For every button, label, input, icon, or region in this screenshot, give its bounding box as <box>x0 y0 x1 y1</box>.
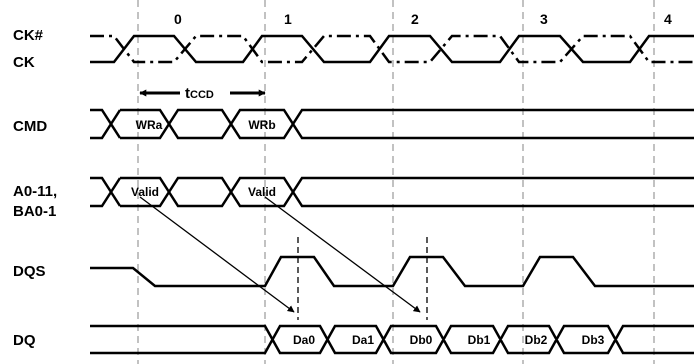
dq-db3: Db3 <box>582 333 605 347</box>
signal-labels: CK# CK CMD A0-11, BA0-1 DQS DQ <box>13 27 57 349</box>
ck-waveform <box>90 34 694 64</box>
dq-db2: Db2 <box>525 333 548 347</box>
clock-numbers: 0 1 2 3 4 <box>174 11 672 27</box>
cmd-wra: WRa <box>136 118 163 132</box>
label-bank-address: BA0-1 <box>13 203 56 220</box>
dqs-signal <box>90 255 694 288</box>
clock-number-4: 4 <box>664 11 672 27</box>
label-dqs: DQS <box>13 263 46 280</box>
clock-guides <box>137 0 655 364</box>
label-dq: DQ <box>13 332 36 349</box>
clock-signal <box>90 34 694 64</box>
address-valid-b: Valid <box>248 185 276 199</box>
ck-n-waveform <box>90 34 694 64</box>
latency-arrow-a <box>139 196 295 313</box>
tccd-annotation: tCCD <box>139 85 266 102</box>
cmd-bus-lines <box>90 108 694 140</box>
clock-number-0: 0 <box>174 11 182 27</box>
clock-number-2: 2 <box>411 11 419 27</box>
dqs-edge-markers <box>297 237 428 320</box>
label-ck-n: CK# <box>13 27 44 44</box>
tccd-label-sub: CCD <box>190 89 214 101</box>
label-cmd: CMD <box>13 118 47 135</box>
label-address: A0-11, <box>13 183 57 200</box>
dq-bus <box>90 324 694 355</box>
address-valid-a: Valid <box>131 185 159 199</box>
latency-arrow-b <box>264 196 421 313</box>
label-ck: CK <box>13 54 35 71</box>
dq-db1: Db1 <box>468 333 491 347</box>
dq-bus-lines <box>90 324 694 355</box>
cmd-wrb: WRb <box>248 118 275 132</box>
dq-da1: Da1 <box>352 333 374 347</box>
tccd-label-t: t <box>185 85 190 102</box>
address-bus-lines <box>90 176 694 208</box>
latency-arrows <box>139 196 421 313</box>
clock-number-3: 3 <box>540 11 548 27</box>
clock-number-1: 1 <box>284 11 292 27</box>
dq-da0: Da0 <box>293 333 315 347</box>
dq-db0: Db0 <box>410 333 433 347</box>
tccd-label: tCCD <box>185 85 214 102</box>
address-bus <box>90 176 694 208</box>
cmd-bus <box>90 108 694 140</box>
dqs-waveform <box>90 255 694 288</box>
